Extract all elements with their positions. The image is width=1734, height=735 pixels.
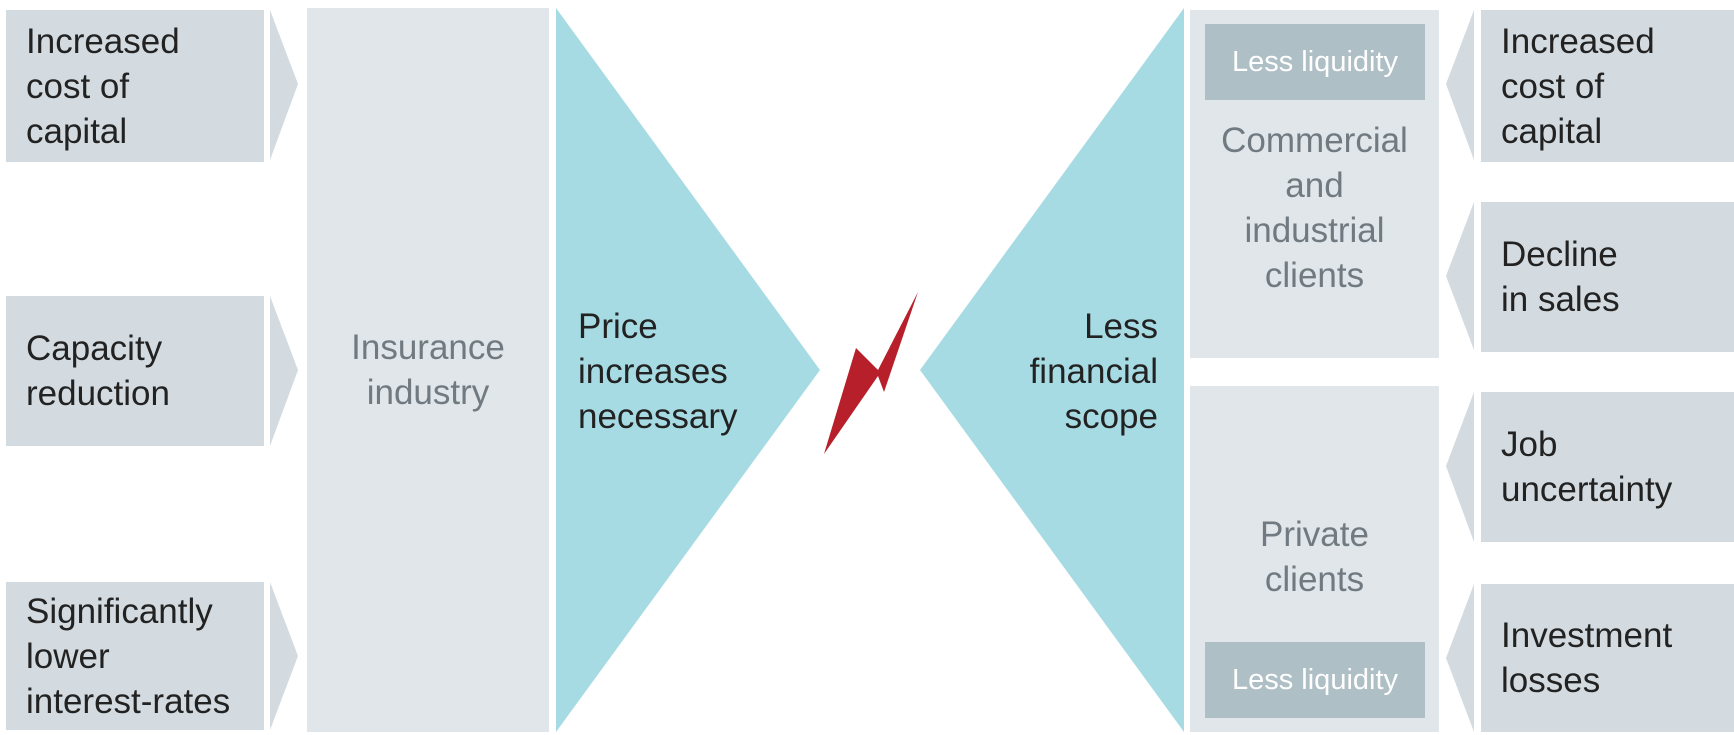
right-factor-cost-of-capital: Increased cost of capital [1481, 10, 1734, 162]
arrow-right-chevron [270, 296, 298, 446]
lightning-bolt-icon [824, 292, 918, 454]
price-increases-label: Price increases necessary [578, 307, 738, 436]
insurance-industry-column: Insurance industry [307, 8, 549, 732]
less-liquidity-tag-commercial: Less liquidity [1205, 24, 1425, 100]
scope-triangle [920, 8, 1184, 732]
private-clients-label: Private clients [1260, 515, 1369, 599]
commercial-clients-label: Commercial and industrial clients [1221, 121, 1408, 295]
right-factor-decline-in-sales: Decline in sales [1481, 202, 1734, 352]
arrow-left-chevron [1446, 584, 1474, 732]
arrow-left-chevron [1446, 202, 1474, 350]
arrow-right-chevron [270, 10, 298, 160]
left-factor-interest-rates: Significantly lower interest-rates [6, 582, 264, 730]
arrow-left-chevron [1446, 392, 1474, 542]
right-factor-job-uncertainty: Job uncertainty [1481, 392, 1734, 542]
left-factor-cost-of-capital: Increased cost of capital [6, 10, 264, 162]
left-factor-capacity-reduction: Capacity reduction [6, 296, 264, 446]
right-factor-investment-losses: Investment losses [1481, 584, 1734, 732]
price-triangle [556, 8, 820, 732]
less-liquidity-tag-private: Less liquidity [1205, 642, 1425, 718]
arrow-right-chevron [270, 582, 298, 730]
arrow-left-chevron [1446, 10, 1474, 160]
less-financial-scope-label: Less financial scope [1029, 307, 1158, 436]
